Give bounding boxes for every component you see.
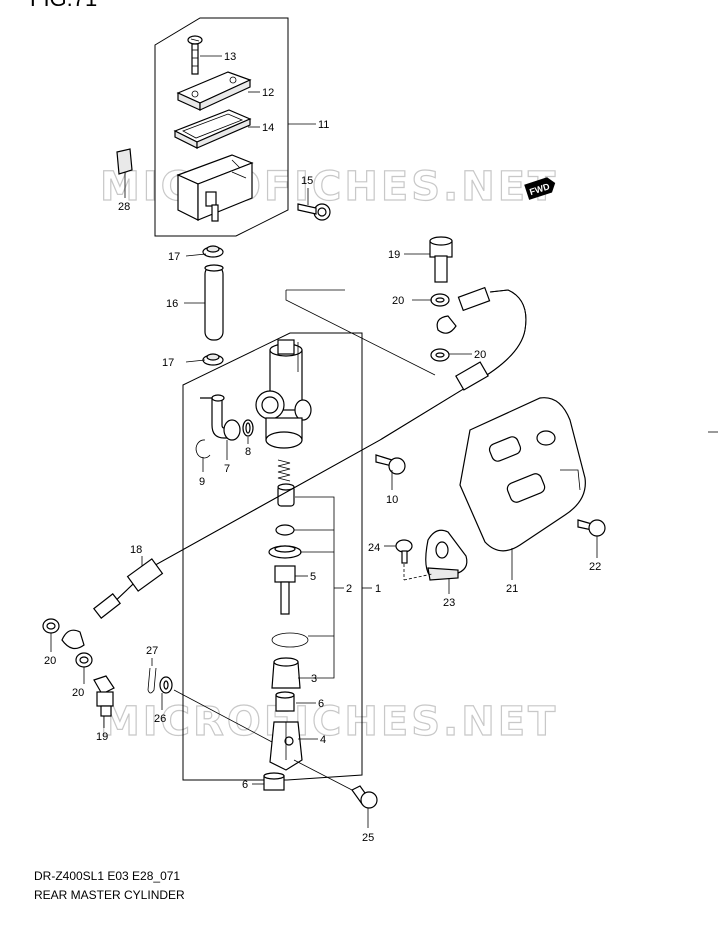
master-cylinder-group-box [182, 332, 363, 781]
callout-21: 21 [506, 583, 518, 595]
callout-11: 11 [318, 119, 329, 131]
diagram-title: REAR MASTER CYLINDER [34, 888, 185, 902]
fwd-badge: FWD [524, 177, 556, 200]
callout-17-top: 17 [168, 251, 180, 263]
callout-20-b: 20 [72, 687, 84, 699]
union-bolt-19-top [429, 236, 453, 283]
callout-2: 2 [346, 583, 352, 595]
cap-plate-12 [176, 71, 252, 111]
hose-guide-outline [285, 289, 436, 376]
circlip-ring [271, 632, 309, 648]
callouts: 13 12 14 11 28 15 17 16 17 8 7 9 10 18 1… [44, 51, 601, 844]
reservoir-group-box [154, 17, 289, 237]
screw-13 [187, 35, 203, 75]
master-cylinder-body [255, 339, 312, 449]
cotter-pin-27 [147, 667, 157, 694]
callout-6-top: 6 [318, 698, 324, 710]
screw-24 [395, 539, 413, 564]
reservoir-hose-16 [204, 264, 224, 341]
bolt-15 [297, 203, 331, 221]
callout-26: 26 [154, 713, 166, 725]
clevis-4 [269, 721, 303, 771]
watermark-top: MICROFICHES.NET [100, 164, 558, 210]
brake-hose-18 [61, 286, 527, 650]
reservoir-11 [176, 154, 254, 222]
washer-26 [159, 676, 173, 694]
callout-20-a: 20 [44, 655, 56, 667]
callout-19-top: 19 [388, 249, 400, 261]
callout-10: 10 [386, 494, 398, 506]
callout-3: 3 [311, 673, 317, 685]
callout-9: 9 [199, 476, 205, 488]
callout-25: 25 [362, 832, 374, 844]
callout-24: 24 [368, 542, 380, 554]
bracket-23 [425, 529, 468, 581]
leader-lines [50, 55, 598, 828]
heel-guard-21 [459, 397, 586, 552]
callout-27: 27 [146, 645, 158, 657]
figure-label: FIG.71 [30, 0, 97, 11]
callout-20-c: 20 [392, 295, 404, 307]
label-28 [116, 148, 133, 175]
callout-28: 28 [118, 201, 130, 213]
clamp-17-bottom [202, 353, 224, 366]
washer-20-c [430, 293, 450, 307]
union-bolt-19-bottom [93, 675, 115, 717]
screw-22 [577, 519, 606, 537]
callout-4: 4 [320, 734, 326, 746]
boot-3 [271, 657, 301, 689]
piston-assembly-5 [268, 524, 302, 615]
watermark-bottom: MICROFICHES.NET [100, 699, 558, 745]
callout-7: 7 [224, 463, 230, 475]
washer-20-b [75, 652, 93, 668]
callout-22: 22 [589, 561, 601, 573]
callout-23: 23 [443, 597, 455, 609]
clevis-pin-25 [351, 785, 378, 809]
nut-6-top [275, 691, 295, 712]
callout-5: 5 [310, 571, 316, 583]
callout-6-bottom: 6 [242, 779, 248, 791]
nut-6-bottom [263, 772, 285, 791]
screw-10 [375, 454, 406, 475]
diaphragm-14 [173, 109, 252, 149]
callout-16: 16 [166, 298, 178, 310]
callout-17-bottom: 17 [162, 357, 174, 369]
circlip-9 [195, 439, 211, 459]
washer-20-a [42, 618, 60, 634]
model-code-caption: DR-Z400SL1 E03 E28_071 [34, 869, 180, 883]
spring [277, 459, 291, 482]
callout-13: 13 [224, 51, 236, 63]
washer-20-d [430, 348, 450, 362]
clamp-17-top [202, 245, 224, 258]
o-ring-8 [242, 419, 254, 437]
callout-1: 1 [375, 583, 381, 595]
callout-8: 8 [245, 446, 251, 458]
seal-cup [277, 483, 295, 507]
callout-15: 15 [301, 175, 313, 187]
connector-7 [200, 394, 241, 441]
callout-18: 18 [130, 544, 142, 556]
callout-19-bottom: 19 [96, 731, 108, 743]
callout-20-d: 20 [474, 349, 486, 361]
callout-12: 12 [262, 87, 274, 99]
callout-14: 14 [262, 122, 274, 134]
